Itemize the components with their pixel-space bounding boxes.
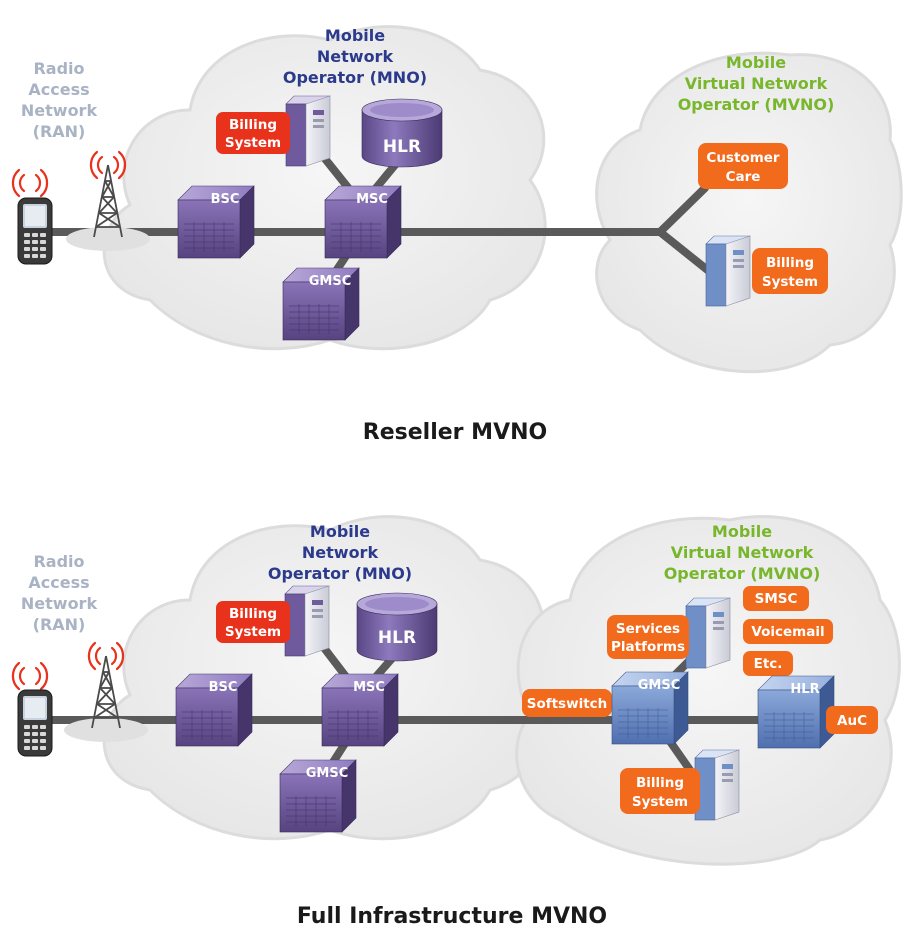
server-icon bbox=[284, 585, 330, 657]
svg-text:Network: Network bbox=[21, 101, 98, 120]
svg-text:BSC: BSC bbox=[209, 680, 238, 695]
svg-text:System: System bbox=[632, 794, 688, 810]
svg-text:Mobile: Mobile bbox=[726, 53, 786, 72]
svg-text:HLR: HLR bbox=[790, 682, 819, 697]
server-icon bbox=[705, 235, 751, 307]
caption-reseller: Reseller MVNO bbox=[363, 420, 547, 445]
caption-full-infrastructure: Full Infrastructure MVNO bbox=[297, 904, 607, 929]
svg-text:MSC: MSC bbox=[353, 680, 385, 695]
mno-msc: MSC bbox=[324, 185, 402, 259]
server-icon bbox=[685, 597, 731, 669]
ran-label: Radio Access Network (RAN) bbox=[21, 552, 98, 634]
mvno-billing-system: Billing System bbox=[620, 749, 740, 821]
mvno-title: Mobile Virtual Network Operator (MVNO) bbox=[678, 53, 835, 114]
mvno-services-platforms: Services Platforms bbox=[607, 597, 731, 669]
svg-text:GMSC: GMSC bbox=[306, 766, 349, 781]
mno-cloud bbox=[102, 515, 547, 841]
svg-text:Platforms: Platforms bbox=[611, 639, 685, 655]
svg-text:Radio: Radio bbox=[33, 59, 84, 78]
mno-gmsc: GMSC bbox=[282, 267, 360, 341]
svg-text:Mobile: Mobile bbox=[712, 522, 772, 541]
reseller-section: Radio Access Network (RAN) Mobile Networ… bbox=[11, 25, 903, 445]
mno-title: Mobile Network Operator (MNO) bbox=[268, 522, 412, 583]
svg-text:Care: Care bbox=[726, 169, 761, 185]
radio-waves-icon bbox=[11, 168, 49, 198]
mno-billing-system: Billing System bbox=[216, 585, 330, 657]
svg-text:Operator (MVNO): Operator (MVNO) bbox=[664, 564, 821, 583]
svg-text:Softswitch: Softswitch bbox=[527, 696, 608, 712]
svg-text:BSC: BSC bbox=[211, 192, 240, 207]
mvno-billing-system: Billing System bbox=[705, 235, 828, 307]
mno-bsc: BSC bbox=[175, 673, 253, 747]
database-icon bbox=[356, 592, 438, 662]
mno-title: Mobile Network Operator (MNO) bbox=[283, 26, 427, 87]
svg-text:GMSC: GMSC bbox=[309, 274, 352, 289]
mvno-etc: Etc. bbox=[743, 651, 793, 676]
svg-text:Voicemail: Voicemail bbox=[751, 624, 824, 640]
handset-icon bbox=[17, 689, 53, 757]
svg-text:Mobile: Mobile bbox=[325, 26, 385, 45]
mvno-gmsc: GMSC bbox=[611, 671, 689, 745]
svg-text:HLR: HLR bbox=[378, 628, 416, 648]
svg-text:Radio: Radio bbox=[33, 552, 84, 571]
handset-icon bbox=[17, 197, 53, 265]
svg-text:(RAN): (RAN) bbox=[33, 615, 86, 634]
server-icon bbox=[694, 749, 740, 821]
svg-text:GMSC: GMSC bbox=[638, 678, 681, 693]
svg-text:Network: Network bbox=[302, 543, 379, 562]
mvno-voicemail: Voicemail bbox=[743, 619, 833, 644]
svg-text:System: System bbox=[225, 624, 281, 640]
svg-text:Network: Network bbox=[21, 594, 98, 613]
svg-text:(RAN): (RAN) bbox=[33, 122, 86, 141]
mno-billing-system: Billing System bbox=[216, 95, 331, 167]
mno-bsc: BSC bbox=[177, 185, 255, 259]
svg-text:System: System bbox=[762, 274, 818, 290]
svg-text:Access: Access bbox=[28, 573, 89, 592]
svg-text:Billing: Billing bbox=[636, 775, 684, 791]
svg-text:Billing: Billing bbox=[229, 117, 277, 133]
svg-text:MSC: MSC bbox=[356, 192, 388, 207]
mno-gmsc: GMSC bbox=[279, 759, 357, 833]
svg-text:Customer: Customer bbox=[706, 150, 780, 166]
svg-text:Virtual Network: Virtual Network bbox=[685, 74, 828, 93]
mno-hlr: HLR bbox=[361, 98, 443, 168]
svg-text:Operator (MNO): Operator (MNO) bbox=[268, 564, 412, 583]
mno-msc: MSC bbox=[321, 673, 399, 747]
mvno-softswitch: Softswitch bbox=[522, 689, 612, 717]
svg-text:Operator (MNO): Operator (MNO) bbox=[283, 68, 427, 87]
svg-text:Mobile: Mobile bbox=[310, 522, 370, 541]
ran-label: Radio Access Network (RAN) bbox=[21, 59, 98, 141]
svg-text:Network: Network bbox=[317, 47, 394, 66]
svg-text:Billing: Billing bbox=[229, 606, 277, 622]
svg-text:Billing: Billing bbox=[766, 255, 814, 271]
mvno-smsc: SMSC bbox=[743, 586, 809, 611]
server-icon bbox=[285, 95, 331, 167]
mvno-auc: AuC bbox=[826, 706, 878, 734]
mvno-hlr: HLR bbox=[757, 675, 835, 749]
radio-waves-icon bbox=[11, 661, 49, 691]
svg-text:Operator (MVNO): Operator (MVNO) bbox=[678, 95, 835, 114]
svg-text:Services: Services bbox=[616, 621, 680, 637]
svg-text:SMSC: SMSC bbox=[755, 591, 798, 607]
svg-text:Etc.: Etc. bbox=[754, 656, 783, 672]
full-infrastructure-section: Radio Access Network (RAN) Mobile Networ… bbox=[11, 515, 901, 929]
svg-text:Virtual Network: Virtual Network bbox=[671, 543, 814, 562]
svg-text:AuC: AuC bbox=[837, 713, 867, 729]
mno-hlr: HLR bbox=[356, 592, 438, 662]
svg-text:HLR: HLR bbox=[383, 137, 421, 157]
mvno-customer-care: Customer Care bbox=[698, 143, 788, 189]
svg-text:System: System bbox=[225, 135, 281, 151]
mvno-title: Mobile Virtual Network Operator (MVNO) bbox=[664, 522, 821, 583]
svg-text:Access: Access bbox=[28, 80, 89, 99]
